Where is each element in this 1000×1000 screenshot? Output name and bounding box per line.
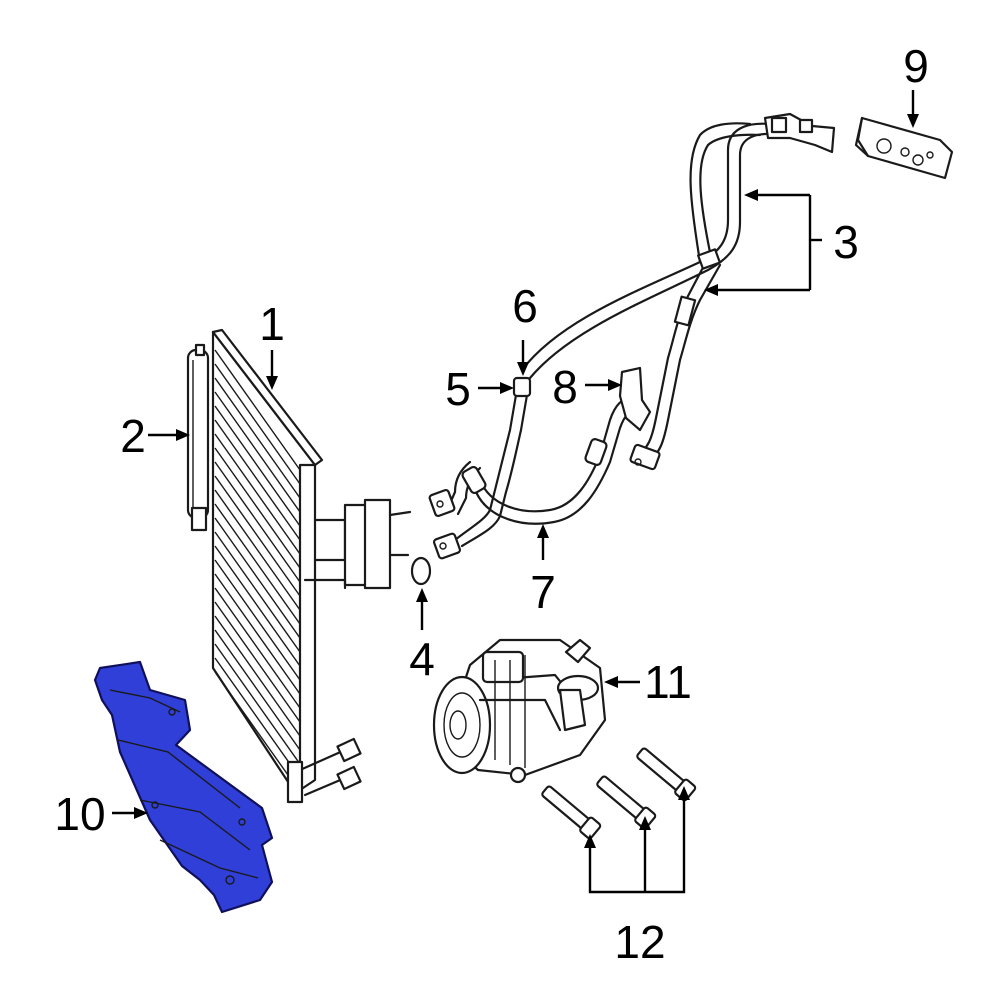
condenser[interactable] xyxy=(211,328,412,804)
condenser-fin xyxy=(214,671,301,793)
callout-1: 1 xyxy=(259,298,285,350)
condenser-fin xyxy=(214,517,301,639)
condenser-fin xyxy=(214,433,301,555)
condenser-fin xyxy=(214,489,301,611)
callout-9: 9 xyxy=(903,40,929,92)
condenser-fin xyxy=(214,447,301,569)
condenser-fin xyxy=(214,587,301,709)
callout-2: 2 xyxy=(120,410,146,462)
condenser-fin xyxy=(214,531,301,653)
receiver-drier[interactable] xyxy=(186,343,210,532)
condenser-fin xyxy=(214,657,301,779)
condenser-fin xyxy=(214,643,301,765)
condenser-fin xyxy=(214,615,301,737)
condenser-fin xyxy=(214,377,301,499)
callout-6: 6 xyxy=(512,280,538,332)
ac-hose-assembly[interactable] xyxy=(520,112,836,471)
o-ring[interactable] xyxy=(410,556,432,586)
condenser-fin xyxy=(214,601,301,723)
radiator-air-seal[interactable] xyxy=(93,660,274,914)
leader-lines xyxy=(112,90,919,894)
condenser-fin xyxy=(214,461,301,583)
callout-3: 3 xyxy=(833,216,859,268)
callout-11: 11 xyxy=(644,656,692,708)
callout-5: 5 xyxy=(445,363,471,415)
discharge-hose[interactable] xyxy=(428,366,652,525)
condenser-fin xyxy=(214,629,301,751)
condenser-fin xyxy=(214,349,301,471)
ac-compressor[interactable] xyxy=(432,638,607,784)
callout-10: 10 xyxy=(54,788,105,840)
condenser-fin xyxy=(214,475,301,597)
condenser-fin xyxy=(214,405,301,527)
condenser-fin xyxy=(214,419,301,541)
leader-12 xyxy=(588,800,686,894)
callout-7: 7 xyxy=(530,566,556,618)
condenser-fin xyxy=(214,573,301,695)
condenser-fin xyxy=(214,363,301,485)
condenser-fin xyxy=(214,545,301,667)
callout-12: 12 xyxy=(614,916,665,968)
callout-8: 8 xyxy=(552,361,578,413)
condenser-fin xyxy=(214,391,301,513)
condenser-fin xyxy=(214,503,301,625)
condenser-fin xyxy=(214,559,301,681)
expansion-valve[interactable] xyxy=(854,116,954,180)
liquid-line[interactable] xyxy=(432,376,532,560)
callout-4: 4 xyxy=(409,633,435,685)
compressor-bolts[interactable] xyxy=(539,745,697,840)
callout-labels: 1 2 3 4 5 6 7 8 9 10 11 12 xyxy=(54,40,928,968)
